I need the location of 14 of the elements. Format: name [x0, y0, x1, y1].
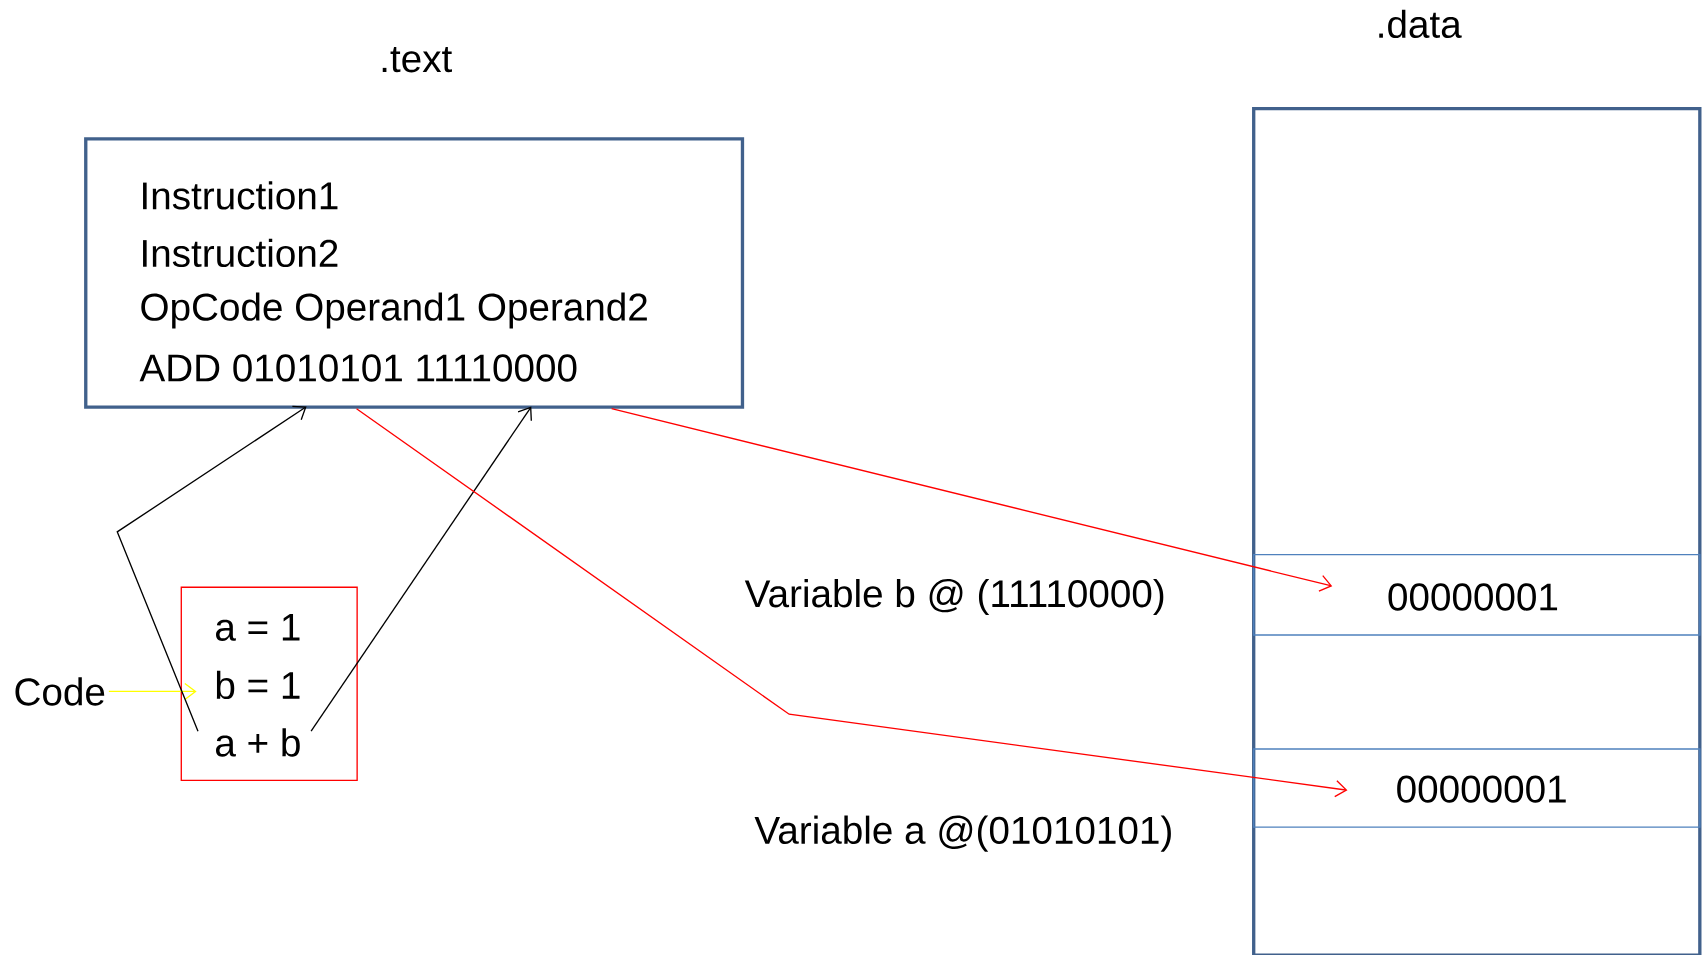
node-label: .text	[382, 46, 452, 73]
instruction-box: .text Instruction1 Instruction2 OpCode Operand1 Operand2 ADD 01010101 11110000	[84, 46, 745, 409]
arrow	[116, 405, 307, 732]
memory-cell: 00000001	[1253, 748, 1701, 828]
code-box: a = 1 b = 1 a + b	[180, 586, 358, 781]
arrow	[610, 407, 1333, 592]
code-label: Code	[15, 677, 105, 706]
variable-label: Variable b @ (11110000)	[744, 578, 1164, 615]
arrow	[355, 407, 1348, 798]
arrow	[310, 406, 532, 732]
node-label: .data	[1379, 9, 1462, 38]
variable-label: Variable a @(01010101)	[754, 815, 1171, 852]
memory-cell: 00000001	[1253, 553, 1701, 636]
arrow	[108, 682, 197, 700]
